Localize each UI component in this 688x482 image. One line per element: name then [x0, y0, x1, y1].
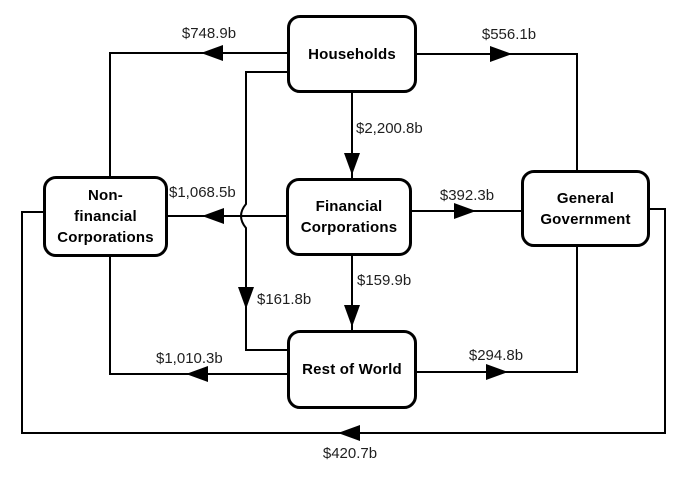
flow-arrowhead-households-to-row [238, 287, 254, 309]
flow-label-households-to-row: $161.8b [257, 291, 312, 308]
flow-label-row-to-nfc: $1,010.3b [156, 350, 223, 367]
flow-arrowhead-fc-to-row [344, 305, 360, 327]
flow-line-row-to-gg [417, 247, 578, 373]
flow-arrowhead-households-to-gg [490, 46, 512, 62]
flow-arrowhead-households-to-nfc [201, 45, 223, 61]
flow-label-households-to-nfc: $748.9b [181, 25, 237, 42]
flow-line-households-to-row [240, 71, 287, 351]
flow-label-households-to-fc: $2,200.8b [356, 120, 423, 137]
node-financial-corporations: Financial Corporations [286, 178, 412, 256]
node-rest-of-world: Rest of World [287, 330, 417, 409]
node-households-label: Households [308, 45, 396, 63]
node-non-financial-corporations-label: Non- financial Corporations [57, 187, 154, 246]
node-non-financial-corporations: Non- financial Corporations [43, 176, 168, 257]
flow-line-row-to-nfc [109, 257, 287, 375]
flow-arrowhead-row-to-gg [486, 364, 508, 380]
flow-arrowhead-fc-to-nfc [202, 208, 224, 224]
flow-label-fc-to-nfc: $1,068.5b [169, 184, 236, 201]
flow-label-households-to-gg: $556.1b [481, 26, 537, 43]
node-general-government: General Government [521, 170, 650, 247]
node-households: Households [287, 15, 417, 93]
flow-label-fc-to-row: $159.9b [357, 272, 412, 289]
flow-label-row-to-gg: $294.8b [468, 347, 524, 364]
flow-label-fc-to-gg: $392.3b [439, 187, 495, 204]
flow-label-gg-to-nfc: $420.7b [322, 445, 378, 462]
flow-line-households-to-nfc [109, 52, 287, 176]
flow-arrowhead-row-to-nfc [186, 366, 208, 382]
node-rest-of-world-label: Rest of World [302, 361, 402, 378]
node-general-government-label: General Government [540, 189, 631, 228]
flow-arrowhead-gg-to-nfc [338, 425, 360, 441]
node-financial-corporations-label: Financial Corporations [300, 198, 398, 236]
flow-arrowhead-fc-to-gg [454, 203, 476, 219]
flow-arrowhead-households-to-fc [344, 153, 360, 175]
flow-line-households-to-gg [417, 53, 578, 170]
